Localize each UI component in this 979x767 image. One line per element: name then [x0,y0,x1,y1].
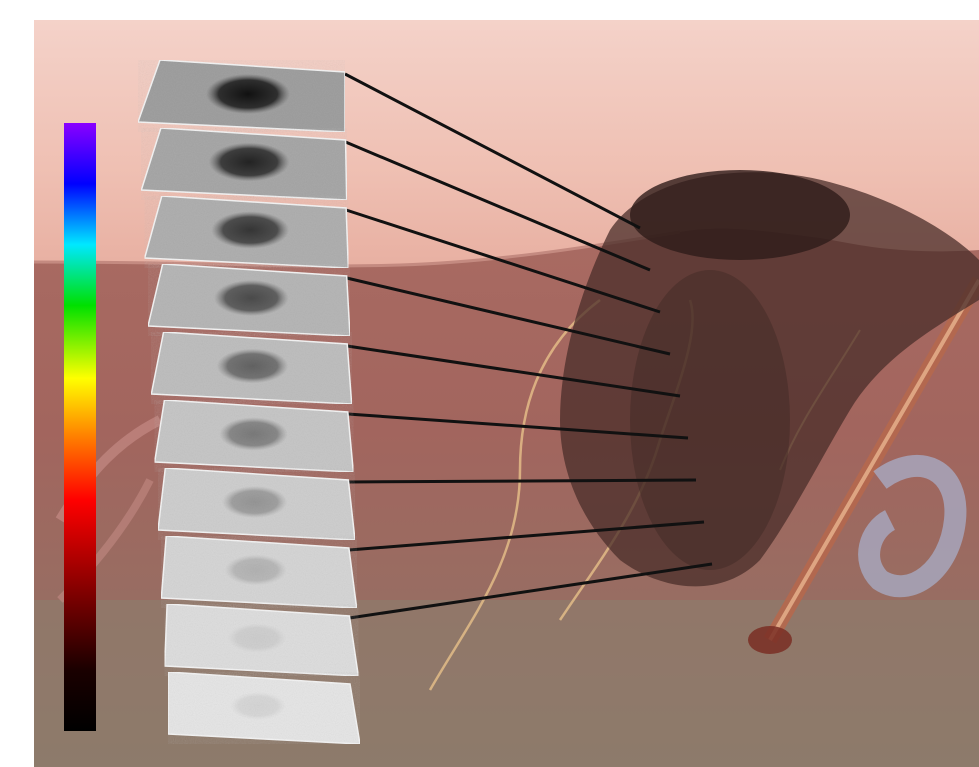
hair-bulb [748,626,792,654]
slice-connector-line [348,480,696,482]
slice-pigment-signal [206,74,290,114]
slice-pigment-signal [230,692,286,720]
lesion-surface-pigment [630,170,850,260]
slice-pigment-signal [222,486,287,518]
slice-pigment-signal [225,555,287,586]
slice-pigment-signal [214,280,289,316]
slice-pigment-signal [211,211,289,248]
slice-pigment-signal [209,143,290,182]
color-scale-bar [64,123,96,731]
slice-pigment-signal [219,417,287,450]
slice-pigment-signal [227,623,286,652]
slice-pigment-signal [217,349,289,384]
